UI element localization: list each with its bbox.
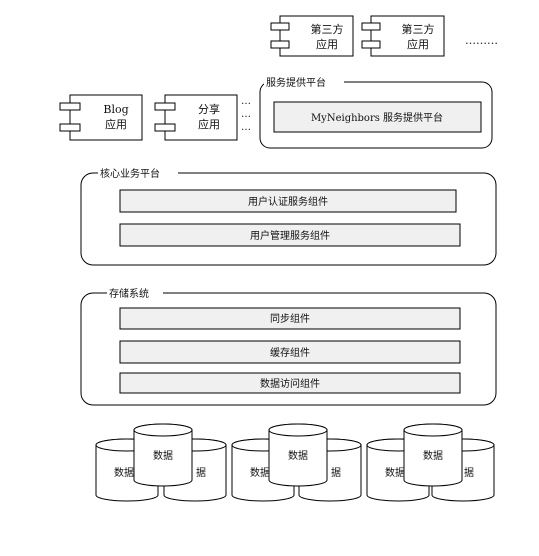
database-1-center-label: 数据 [153, 449, 173, 462]
database-3-center-label: 数据 [423, 449, 443, 462]
database-1-left-label: 数据 [114, 466, 134, 479]
data-access-component: 数据访问组件 [260, 377, 320, 390]
user-auth-component: 用户认证服务组件 [248, 195, 328, 208]
service-platform-bar: MyNeighbors 服务提供平台 [311, 111, 443, 124]
third-party-app-1-line2: 应用 [316, 37, 338, 51]
database-2-right-label: 据 [331, 466, 341, 479]
database-cluster-3-center [403, 423, 463, 487]
third-party-app-2: 第三方 应用 [361, 15, 445, 57]
apps-dots-3: … [241, 122, 251, 133]
share-app-line1: 分享 [198, 102, 220, 116]
third-party-app-2-line2: 应用 [407, 37, 429, 51]
database-cluster-1-center [133, 423, 193, 487]
share-app: 分享 应用 [154, 94, 238, 141]
blog-app-line1: Blog [103, 103, 128, 116]
service-platform-group: 服务提供平台 MyNeighbors 服务提供平台 [259, 76, 493, 149]
core-platform-title: 核心业务平台 [100, 167, 160, 180]
user-management-component: 用户管理服务组件 [250, 229, 330, 242]
third-party-app-2-line1: 第三方 [402, 22, 435, 36]
database-2-center-label: 数据 [288, 449, 308, 462]
apps-dots-1: … [241, 96, 251, 107]
database-clusters: 数据据数据数据据数据数据据数据 [95, 423, 495, 502]
database-3-left-label: 数据 [385, 466, 405, 479]
blog-app-line2: 应用 [105, 117, 127, 131]
cache-component: 缓存组件 [270, 346, 310, 359]
storage-title: 存储系统 [109, 287, 149, 300]
service-platform-title: 服务提供平台 [266, 76, 326, 89]
share-app-line2: 应用 [198, 117, 220, 131]
apps-dots-2: … [241, 109, 251, 120]
storage-group: 存储系统 同步组件 缓存组件 数据访问组件 [80, 287, 497, 406]
third-party-ellipsis: ……… [465, 34, 498, 47]
blog-app: Blog 应用 [59, 94, 143, 141]
database-cluster-2-center [268, 423, 328, 487]
sync-component: 同步组件 [270, 312, 310, 325]
core-platform-group: 核心业务平台 用户认证服务组件 用户管理服务组件 [80, 167, 497, 266]
database-1-right-label: 据 [196, 466, 206, 479]
database-3-right-label: 据 [464, 466, 474, 479]
third-party-app-1-line1: 第三方 [311, 22, 344, 36]
third-party-app-1: 第三方 应用 [270, 15, 354, 57]
database-2-left-label: 数据 [250, 466, 270, 479]
